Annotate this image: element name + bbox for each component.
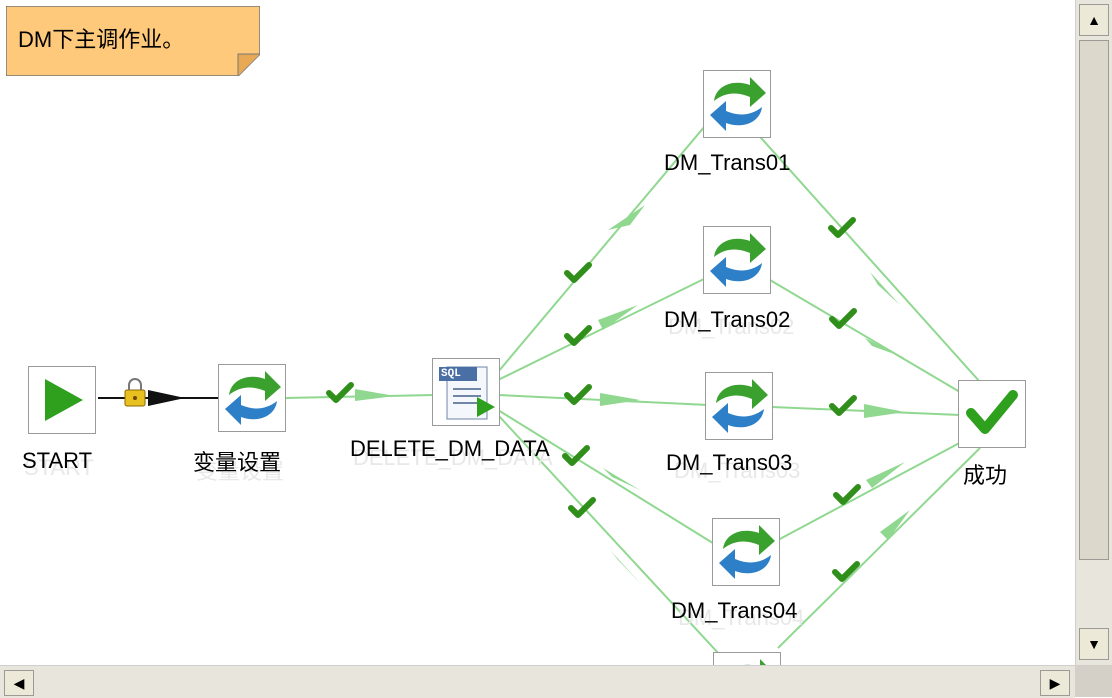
start-play-icon: [45, 379, 83, 421]
var-label: 变量设置: [193, 450, 282, 475]
node-box: [28, 366, 96, 434]
arrow-up-icon: ▲: [1087, 12, 1101, 28]
node-box: [703, 226, 771, 294]
start-ghost-label: START: [24, 455, 95, 480]
node-var-set[interactable]: [218, 364, 286, 432]
dm-trans04-ghost-label: DM_Trans04: [678, 605, 805, 630]
dm-trans02-label: DM_Trans02: [664, 307, 791, 332]
check-icon: [835, 564, 857, 579]
node-dm-trans02[interactable]: [703, 226, 771, 294]
node-box: [712, 518, 780, 586]
check-icon: [565, 448, 587, 463]
dm-trans02-ghost-label: DM_Trans02: [668, 314, 795, 339]
vertical-scrollbar[interactable]: ▲ ▼: [1075, 0, 1112, 665]
transform-icon: [710, 77, 766, 131]
node-box: [713, 652, 781, 665]
dm-trans03-ghost-label: DM_Trans03: [674, 458, 801, 483]
node-box: [703, 70, 771, 138]
job-canvas[interactable]: DM下主调作业。 START START 变量设置 变量设置 SQ: [0, 0, 1075, 665]
node-box: SQL: [432, 358, 500, 426]
check-icon: [329, 385, 351, 400]
note-shape: [6, 6, 260, 76]
transform-icon: [720, 659, 776, 665]
arrow-left-icon: ◀: [13, 674, 25, 691]
hop-arrow: [148, 390, 185, 406]
note-text: DM下主调作业。: [18, 27, 185, 52]
scroll-up-button[interactable]: ▲: [1079, 4, 1109, 36]
success-label: 成功: [963, 463, 1008, 488]
node-dm-trans01[interactable]: [703, 70, 771, 138]
transform-icon: [712, 379, 768, 433]
transform-icon: [719, 525, 775, 579]
delete-label: DELETE_DM_DATA: [350, 436, 550, 461]
start-label: START: [22, 448, 93, 473]
arrow-down-icon: ▼: [1087, 636, 1101, 652]
success-check-icon: [966, 390, 1018, 434]
dm-trans01-label: DM_Trans01: [664, 150, 791, 175]
dm-trans03-label: DM_Trans03: [666, 450, 793, 475]
horizontal-scrollbar[interactable]: ◀ ▶: [0, 665, 1075, 698]
arrow-right-icon: ▶: [1049, 674, 1061, 691]
delete-ghost-label: DELETE_DM_DATA: [353, 445, 553, 470]
sql-badge: SQL: [441, 368, 461, 380]
node-box: [705, 372, 773, 440]
hop-lines: [98, 119, 981, 656]
dm-trans04-label: DM_Trans04: [671, 598, 798, 623]
check-icon: [831, 220, 853, 235]
check-icon: [567, 265, 589, 280]
lock-icon: [124, 378, 146, 407]
check-icon: [567, 328, 589, 343]
transform-icon: [710, 233, 766, 287]
node-dm-trans04[interactable]: [712, 518, 780, 586]
note[interactable]: DM下主调作业。: [6, 6, 260, 76]
sql-icon: [439, 366, 495, 420]
scroll-corner: [1075, 665, 1112, 697]
vertical-scroll-thumb[interactable]: [1079, 40, 1109, 560]
scroll-down-button[interactable]: ▼: [1079, 628, 1109, 660]
node-delete-dm-data[interactable]: SQL: [432, 358, 500, 426]
node-transform-partial[interactable]: [713, 652, 781, 665]
node-dm-trans03[interactable]: [705, 372, 773, 440]
scroll-right-button[interactable]: ▶: [1040, 670, 1070, 696]
scroll-left-button[interactable]: ◀: [4, 670, 34, 696]
check-icon: [832, 311, 854, 326]
transform-icon: [225, 371, 281, 425]
node-box: [958, 380, 1026, 448]
node-success[interactable]: [958, 380, 1026, 448]
node-box: [218, 364, 286, 432]
node-start[interactable]: [28, 366, 96, 434]
var-ghost-label: 变量设置: [196, 459, 285, 484]
